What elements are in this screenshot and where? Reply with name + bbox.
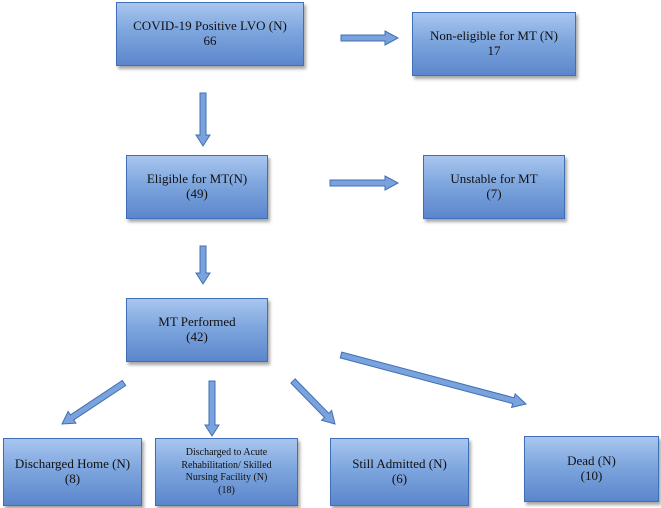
node-unstable-value: (7) [486, 186, 502, 201]
node-unstable-label: Unstable for MT [450, 171, 538, 187]
node-unstable: Unstable for MT (7) [423, 155, 565, 219]
node-still-admitted: Still Admitted (N) (6) [330, 438, 469, 506]
arrow-covid-to-non-eligible [340, 30, 400, 46]
node-discharged-rehab: Discharged to Acute Rehabilitation/ Skil… [155, 438, 298, 506]
node-discharged-home-value: (8) [64, 471, 81, 486]
node-discharged-rehab-line2: Rehabilitation/ Skilled [181, 459, 272, 471]
node-eligible-label: Eligible for MT(N) [146, 171, 248, 187]
node-mt-performed-label: MT Performed [158, 314, 236, 330]
node-non-eligible-value: 17 [487, 43, 501, 58]
node-still-admitted-value: (6) [391, 471, 408, 486]
node-covid-positive-value: 66 [203, 33, 217, 48]
arrow-mt-to-dead [339, 351, 528, 409]
node-eligible-value: (49) [186, 186, 208, 201]
node-discharged-home-label: Discharged Home (N) [14, 456, 131, 472]
node-covid-positive: COVID-19 Positive LVO (N) 66 [116, 2, 304, 66]
node-discharged-rehab-line3: Nursing Facility (N) [185, 472, 268, 483]
arrow-eligible-to-mt-performed [195, 245, 211, 285]
node-mt-performed: MT Performed (42) [126, 298, 268, 362]
arrow-mt-to-discharged-rehab [204, 380, 220, 437]
node-dead: Dead (N) (10) [524, 436, 659, 502]
node-discharged-rehab-value: (18) [218, 484, 235, 496]
node-discharged-rehab-line1: Discharged to Acute [185, 447, 268, 458]
node-non-eligible: Non-eligible for MT (N) 17 [412, 12, 576, 76]
node-dead-value: (10) [580, 468, 603, 483]
arrow-mt-to-discharged-home [61, 379, 127, 425]
arrow-eligible-to-unstable [329, 175, 400, 191]
node-mt-performed-value: (42) [186, 329, 208, 344]
node-eligible: Eligible for MT(N) (49) [126, 155, 268, 219]
node-discharged-home: Discharged Home (N) (8) [3, 438, 142, 506]
node-non-eligible-label: Non-eligible for MT (N) [430, 28, 558, 44]
node-still-admitted-label: Still Admitted (N) [352, 456, 447, 472]
arrow-mt-to-still-admitted [290, 378, 336, 425]
node-covid-positive-label: COVID-19 Positive LVO (N) [133, 18, 287, 34]
node-dead-label: Dead (N) [567, 453, 616, 469]
arrow-covid-to-eligible [195, 92, 211, 147]
